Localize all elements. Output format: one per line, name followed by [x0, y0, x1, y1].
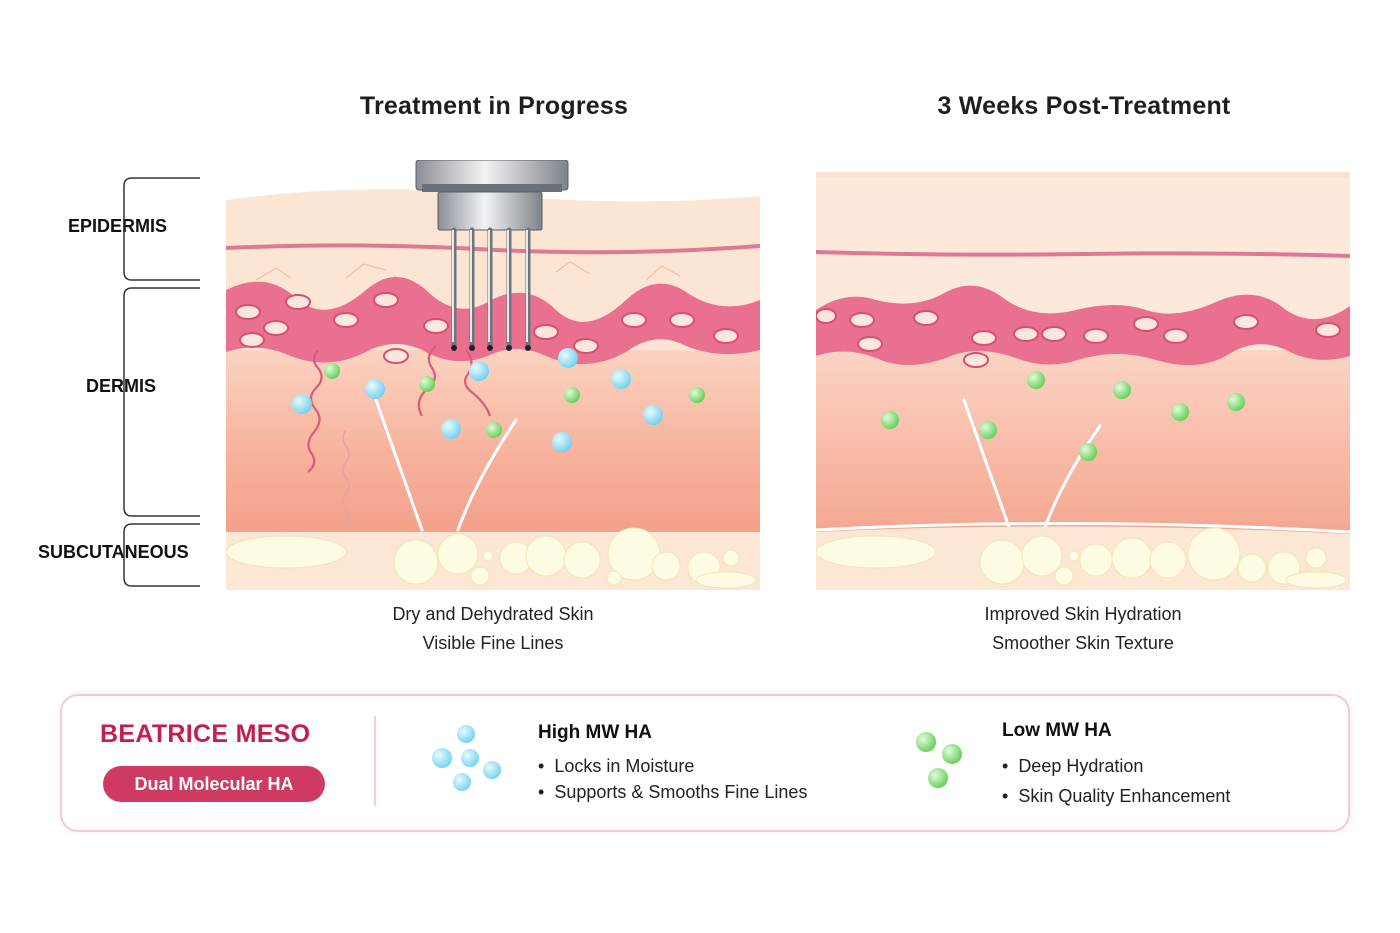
low-mw-particles: [881, 371, 1245, 461]
subcutaneous-bracket: [123, 523, 200, 587]
fat-cells: [816, 527, 1347, 589]
caption-line: Smoother Skin Texture: [992, 633, 1174, 653]
fat-cells: [226, 527, 757, 589]
stratum-line: [226, 243, 760, 255]
treatment-skin-diagram: [226, 160, 760, 590]
product-badge: Dual Molecular HA: [103, 766, 325, 802]
high-mw-title: High MW HA: [538, 722, 652, 743]
post-treatment-skin-diagram: [816, 172, 1350, 590]
epidermis-label: EPIDERMIS: [68, 216, 168, 236]
green-particles-icon: [916, 732, 962, 788]
high-mw-benefits: Locks in Moisture Supports & Smooths Fin…: [538, 753, 807, 805]
wrinkle-lines: [307, 345, 492, 473]
microneedle-device-icon: [415, 160, 569, 351]
blue-particles-icon: [432, 725, 501, 791]
dermis-bracket: [123, 287, 200, 517]
low-mw-benefits: Deep Hydration Skin Quality Enhancement: [1002, 751, 1230, 811]
caption-line: Improved Skin Hydration: [984, 604, 1182, 624]
fine-lines: [962, 398, 1102, 532]
epidermis-cracks: [255, 261, 681, 285]
dermis-label: DERMIS: [86, 376, 157, 396]
high-mw-particles: [292, 348, 663, 452]
list-item: Supports & Smooths Fine Lines: [538, 779, 807, 805]
papillary-band: [226, 277, 760, 365]
dermis-layer: [226, 350, 760, 535]
post-treatment-title: 3 Weeks Post-Treatment: [937, 92, 1231, 120]
treatment-in-progress-title: Treatment in Progress: [359, 92, 629, 120]
legend-divider: [374, 716, 376, 806]
low-mw-particles: [324, 363, 705, 438]
low-mw-title: Low MW HA: [1002, 720, 1112, 741]
brand-name: BEATRICE MESO: [100, 720, 311, 748]
subcutaneous-label: SUBCUTANEOUS: [38, 542, 189, 562]
caption-line: Dry and Dehydrated Skin: [392, 604, 594, 624]
caption-line: Visible Fine Lines: [422, 633, 564, 653]
treatment-caption: Dry and Dehydrated Skin Visible Fine Lin…: [226, 600, 760, 658]
layer-brackets: [123, 177, 200, 587]
post-treatment-caption: Improved Skin Hydration Smoother Skin Te…: [816, 600, 1350, 658]
faint-vessel: [342, 429, 350, 527]
papillary-band: [816, 285, 1350, 366]
epidermis-bracket: [123, 177, 200, 281]
stratum-line: [816, 250, 1350, 258]
fine-lines: [374, 398, 518, 532]
cells: [816, 308, 1341, 368]
dermis-layer: [816, 350, 1350, 536]
list-item: Deep Hydration: [1002, 751, 1230, 781]
list-item: Locks in Moisture: [538, 753, 807, 779]
list-item: Skin Quality Enhancement: [1002, 781, 1230, 811]
legend-panel: BEATRICE MESO Dual Molecular HA High MW …: [60, 694, 1350, 832]
cells: [235, 292, 739, 364]
